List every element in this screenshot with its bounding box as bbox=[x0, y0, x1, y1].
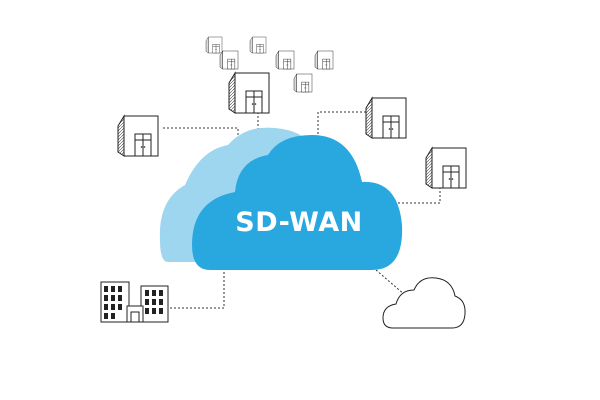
branch-store-icon bbox=[219, 50, 239, 70]
branch-store-icon bbox=[314, 50, 334, 70]
branch-store-icon bbox=[228, 72, 270, 114]
link-right-top-store bbox=[317, 111, 366, 140]
branch-store-icon bbox=[205, 36, 223, 54]
branch-store-icon bbox=[275, 50, 295, 70]
link-office bbox=[170, 270, 225, 309]
branch-store-icon bbox=[249, 36, 267, 54]
sd-wan-label: SD-WAN bbox=[235, 207, 362, 238]
public-cloud-icon bbox=[382, 277, 466, 329]
branch-store-icon bbox=[425, 147, 467, 189]
link-public-cloud bbox=[375, 269, 406, 296]
branch-store-icon bbox=[365, 97, 407, 139]
branch-store-icon bbox=[293, 73, 313, 93]
branch-store-icon bbox=[117, 115, 159, 157]
sd-wan-cloud bbox=[192, 135, 403, 270]
office-building-icon bbox=[100, 281, 169, 323]
